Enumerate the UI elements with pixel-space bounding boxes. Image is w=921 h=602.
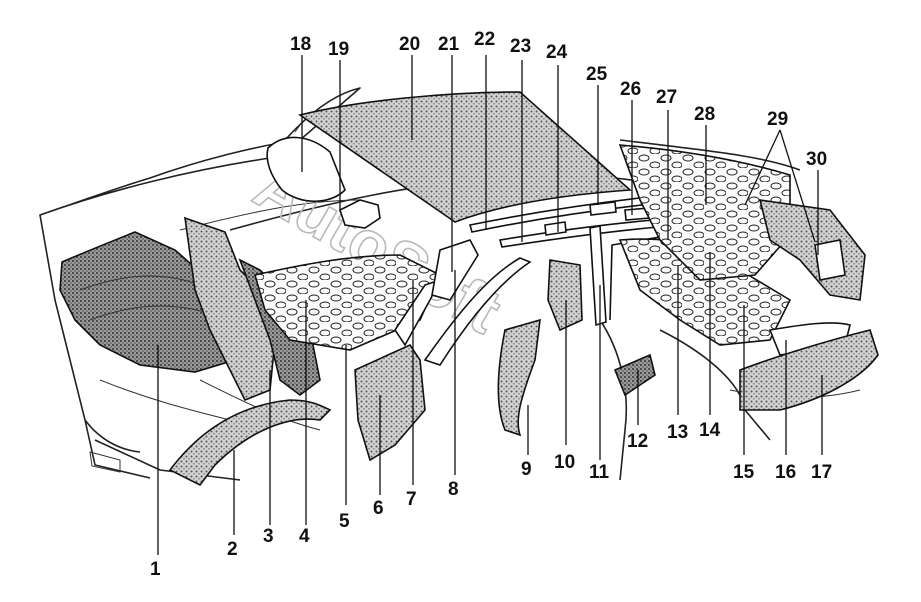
callout-20: 20 xyxy=(399,34,420,55)
part-27-c-pillar-trim xyxy=(589,225,607,327)
part-8-sill-trim xyxy=(423,257,532,366)
callout-labels: 1 2 3 4 5 6 7 8 9 10 11 12 13 14 15 16 1… xyxy=(150,29,832,580)
callout-16: 16 xyxy=(775,462,796,483)
callout-8: 8 xyxy=(448,479,459,500)
part-10-quarter-pad xyxy=(547,259,583,332)
part-20-roof-panel xyxy=(298,91,632,223)
callout-26: 26 xyxy=(620,79,641,100)
callout-17: 17 xyxy=(811,462,832,483)
callout-6: 6 xyxy=(373,498,384,519)
part-18-sun-visor xyxy=(266,124,346,202)
leader-lines xyxy=(157,55,823,555)
callout-27: 27 xyxy=(656,87,677,108)
part-17-rear-bumper-pad xyxy=(739,329,879,411)
part-1-hood-insulator xyxy=(59,231,241,373)
callout-4: 4 xyxy=(299,526,310,547)
part-12-bracket xyxy=(613,353,656,397)
callout-23: 23 xyxy=(510,36,531,57)
part-24-25-26-headliner-strips xyxy=(544,201,651,236)
callout-11: 11 xyxy=(589,462,610,483)
callout-14: 14 xyxy=(699,420,721,441)
part-5-front-floor-mat xyxy=(253,254,442,351)
callout-18: 18 xyxy=(290,34,311,55)
part-28-trunk-mat xyxy=(618,144,791,281)
callout-15: 15 xyxy=(733,462,755,483)
callout-22: 22 xyxy=(474,29,495,50)
callout-3: 3 xyxy=(263,526,274,547)
callout-21: 21 xyxy=(438,34,460,55)
part-19-visor-bracket xyxy=(339,199,381,229)
part-6-door-pad xyxy=(354,343,426,462)
callout-10: 10 xyxy=(554,452,575,473)
callout-1: 1 xyxy=(150,559,161,580)
callout-7: 7 xyxy=(406,489,417,510)
callout-13: 13 xyxy=(667,422,688,443)
callout-28: 28 xyxy=(694,104,715,125)
callout-30: 30 xyxy=(806,149,827,170)
part-30-trunk-pad xyxy=(814,239,846,281)
callout-9: 9 xyxy=(521,459,532,480)
part-9-wheel-arch-pad xyxy=(497,318,541,437)
callout-29: 29 xyxy=(767,109,788,130)
callout-5: 5 xyxy=(339,511,350,532)
part-2-fender-liner xyxy=(168,399,332,487)
callout-19: 19 xyxy=(328,39,349,60)
callout-2: 2 xyxy=(227,539,238,560)
callout-24: 24 xyxy=(546,42,568,63)
callout-25: 25 xyxy=(586,64,608,85)
callout-12: 12 xyxy=(627,431,648,452)
